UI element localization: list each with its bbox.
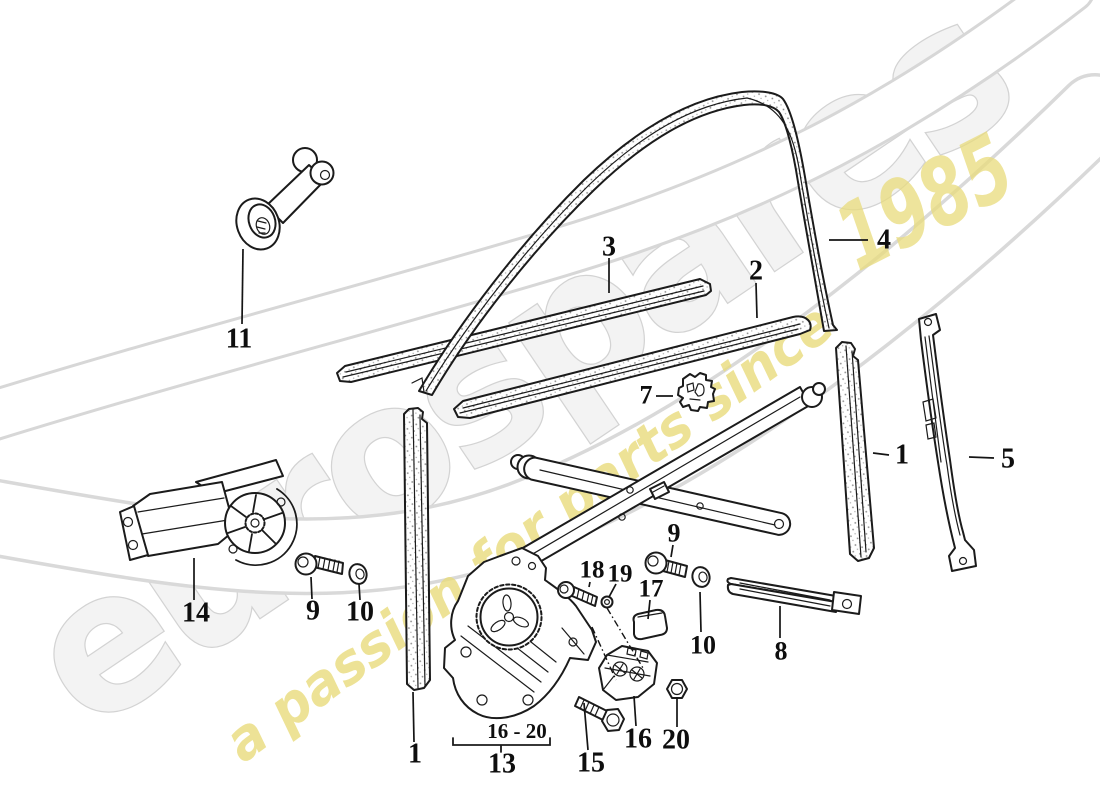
part-number-label: 20 — [662, 725, 690, 756]
part-number-label: 1 — [408, 739, 422, 770]
glass-channel-left-drawing — [403, 407, 431, 691]
part-number-label: 10 — [346, 597, 374, 628]
callout-leader-line — [583, 702, 589, 751]
part-number-label: 19 — [608, 561, 633, 588]
part-number-label: 7 — [640, 381, 653, 410]
callout-leader-line — [588, 581, 591, 588]
washer-10-left-drawing — [348, 563, 368, 585]
weatherstrip-upper-drawing — [336, 278, 712, 383]
cap-17-drawing — [632, 608, 668, 641]
part-number-label: 1 — [895, 440, 909, 471]
callout-leader-line — [241, 248, 244, 325]
bracket-16-drawing — [598, 645, 658, 701]
assembly-guide-line — [606, 607, 644, 669]
bolt-15-drawing — [574, 696, 625, 732]
range-bracket — [452, 737, 551, 753]
part-number-label: 15 — [577, 748, 605, 779]
callout-leader-line — [310, 576, 313, 600]
part-number-label: 3 — [602, 232, 616, 263]
callout-leader-line — [358, 583, 361, 601]
washer-10-right-drawing — [691, 566, 711, 588]
callout-leader-line — [412, 691, 415, 743]
bolt-9-left-drawing — [294, 552, 344, 576]
weatherstrip-lower-drawing — [453, 315, 812, 419]
channel-piece-drawing — [726, 577, 862, 615]
part-number-label: 11 — [226, 324, 252, 355]
part-number-label: 18 — [580, 557, 605, 584]
nut-20-drawing — [666, 679, 688, 699]
clip-drawing — [677, 372, 716, 412]
regulator-arms-drawing — [467, 382, 826, 593]
part-number-label: 9 — [306, 596, 320, 627]
part-number-label: 13 — [488, 749, 516, 780]
window-crank-drawing — [235, 147, 335, 251]
part-number-label: 16 — [624, 724, 652, 755]
part-number-label: 10 — [690, 631, 716, 660]
part-number-label: 4 — [877, 225, 891, 256]
assembly-guide-line — [591, 626, 617, 681]
callout-leader-line — [670, 544, 674, 558]
callout-leader-line — [699, 591, 702, 633]
callout-leader-line — [633, 695, 637, 727]
callout-leader-line — [608, 583, 617, 598]
callout-leader-line — [968, 456, 995, 459]
callout-leader-line — [872, 452, 890, 456]
washer-19-drawing — [600, 595, 614, 609]
part-number-label: 17 — [639, 576, 664, 603]
part-range-label: 16 - 20 — [487, 719, 547, 743]
callout-leader-line — [647, 599, 651, 620]
part-number-label: 2 — [749, 256, 763, 287]
glass-channel-right-drawing — [835, 341, 875, 562]
watermark-swoosh-upper-fill — [0, 0, 1070, 432]
part-number-label: 5 — [1001, 444, 1015, 475]
screw-18-drawing — [557, 581, 598, 607]
window-frame-seal-drawing — [411, 90, 838, 396]
bolt-9-right-drawing — [644, 551, 688, 578]
callout-leader-line — [755, 282, 758, 319]
guide-rail-drawing — [918, 313, 977, 572]
window-motor-drawing — [119, 459, 298, 567]
diagram-layer — [119, 90, 977, 732]
part-number-label: 9 — [668, 519, 681, 548]
part-number-label: 14 — [182, 598, 210, 629]
part-number-label: 8 — [775, 637, 788, 666]
